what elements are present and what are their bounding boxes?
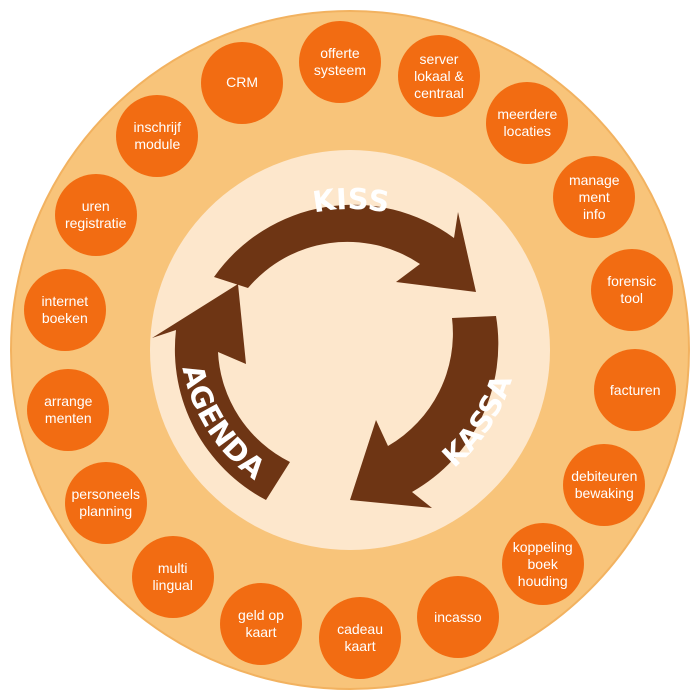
feature-personeels-planning: personeels planning xyxy=(64,461,147,544)
feature-offerte-systeem: offerte systeem xyxy=(298,21,381,104)
feature-uren-registratie: uren registratie xyxy=(54,173,137,256)
feature-meerdere-locaties: meerdere locaties xyxy=(486,82,569,165)
feature-incasso: incasso xyxy=(416,576,499,659)
feature-multi-lingual: multi lingual xyxy=(131,535,214,618)
feature-debiteuren-bewaking: debiteuren bewaking xyxy=(563,444,646,527)
feature-crm: CRM xyxy=(201,41,284,124)
arrow-kiss xyxy=(214,204,476,292)
arrow-agenda xyxy=(152,284,290,500)
feature-server-lokaal-centraal: server lokaal & centraal xyxy=(397,35,480,118)
feature-facturen: facturen xyxy=(594,349,677,432)
feature-forensic-tool: forensic tool xyxy=(590,249,673,332)
feature-arrangementen: arrange menten xyxy=(27,368,110,451)
kiss-label: KISS xyxy=(310,182,391,220)
feature-inschrijf-module: inschrijf module xyxy=(116,94,199,177)
arrow-kiss-shape xyxy=(214,204,476,292)
arrow-kassa-shape xyxy=(350,316,499,508)
feature-management-info: manage ment info xyxy=(553,156,636,239)
feature-internet-boeken: internet boeken xyxy=(23,268,106,351)
arrow-kassa xyxy=(350,316,499,508)
feature-cadeau-kaart: cadeau kaart xyxy=(319,596,402,679)
feature-geld-op-kaart: geld op kaart xyxy=(220,582,302,665)
arrow-agenda-shape xyxy=(152,284,290,500)
feature-koppeling-boekhouding: koppeling boek houding xyxy=(501,523,584,606)
